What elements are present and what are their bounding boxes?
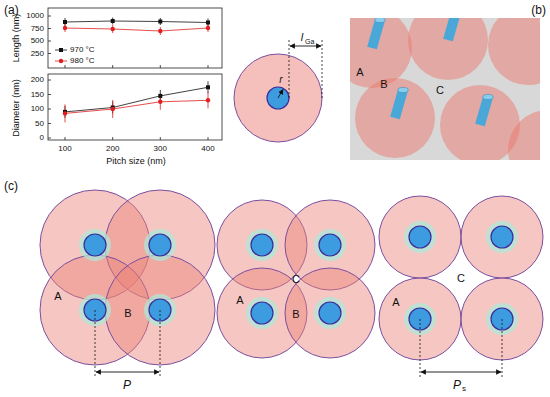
overlap-medium (217, 200, 375, 358)
legend-samples (55, 48, 67, 63)
pitch-symbol: P (453, 379, 461, 391)
tick-marks (48, 80, 208, 140)
axis-title: Diameter (nm) (12, 79, 21, 137)
length-symbol: l (301, 32, 303, 43)
legend-text: 970 °C (70, 46, 95, 54)
axis-title: Pitch size (nm) (106, 157, 166, 166)
region-label: B (380, 79, 387, 90)
tick-label: 100 (31, 105, 44, 113)
length-markers (63, 19, 210, 33)
tick-label: 50 (35, 120, 44, 128)
radius-label: r (279, 75, 282, 85)
region-label: A (236, 295, 243, 306)
tick-label: 400 (201, 145, 214, 153)
tick-label: 100 (58, 145, 71, 153)
length-subscript: Ga (305, 38, 314, 45)
tick-label: 500 (31, 37, 44, 45)
axis-title: Length (nm) (12, 14, 21, 63)
tick-label: 750 (31, 25, 44, 33)
data-line (65, 21, 208, 23)
data-line (65, 100, 208, 113)
data-line (65, 28, 208, 31)
tick-label: 300 (154, 145, 167, 153)
length-chart (48, 8, 222, 68)
tick-label: 200 (106, 145, 119, 153)
tick-label: 150 (31, 91, 44, 99)
legend-text: 980 °C (70, 57, 95, 65)
region-label: A (356, 67, 363, 78)
radius-arrow (278, 90, 283, 99)
perspective-sketch (350, 18, 540, 160)
data-line (65, 87, 208, 112)
diameter-markers (63, 85, 210, 115)
pitch-subscript: s (462, 385, 466, 393)
region-label: C (457, 273, 465, 284)
tick-label: 1000 (26, 12, 44, 20)
overlap-touching (379, 196, 543, 377)
panel-label: (b) (531, 4, 546, 16)
error-bars (65, 18, 208, 27)
tick-label: 0 (40, 134, 44, 142)
region-label: B (124, 308, 131, 319)
dimension-arrow (290, 46, 321, 47)
region-label: C (436, 85, 444, 96)
tick-label: 200 (31, 76, 44, 84)
tick-label: 250 (31, 50, 44, 58)
region-label: B (292, 309, 299, 320)
panel-label: (c) (4, 180, 18, 192)
region-label: A (392, 297, 399, 308)
plot-frame (48, 8, 222, 68)
overlap-dense (40, 190, 215, 377)
diameter-chart (48, 74, 222, 140)
error-bars (65, 24, 208, 35)
error-bars (65, 81, 208, 118)
error-bars (65, 92, 208, 122)
plot-frame (48, 74, 222, 140)
collection-area (234, 40, 322, 142)
pitch-symbol: P (123, 379, 131, 391)
tick-marks (48, 16, 208, 68)
region-label: C (292, 274, 300, 285)
dimension-guides (289, 40, 322, 98)
region-label: A (54, 291, 61, 302)
